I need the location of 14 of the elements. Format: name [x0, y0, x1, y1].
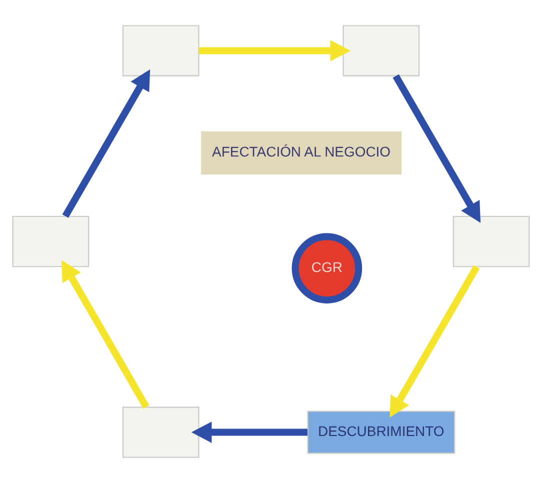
arrow	[191, 421, 308, 442]
node-box	[12, 215, 90, 267]
arrow	[61, 260, 150, 408]
node-box	[122, 406, 200, 458]
arrow	[62, 68, 150, 218]
arrow	[390, 264, 480, 417]
node-box	[342, 24, 420, 76]
node-box	[452, 215, 530, 267]
node-box: DESCUBRIMIENTO	[307, 410, 456, 454]
arrow	[392, 74, 481, 222]
node-box: AFECTACIÓN AL NEGOCIO	[201, 130, 402, 174]
node-circle: CGR	[292, 232, 362, 303]
arrow	[198, 40, 351, 61]
node-box	[122, 24, 200, 76]
